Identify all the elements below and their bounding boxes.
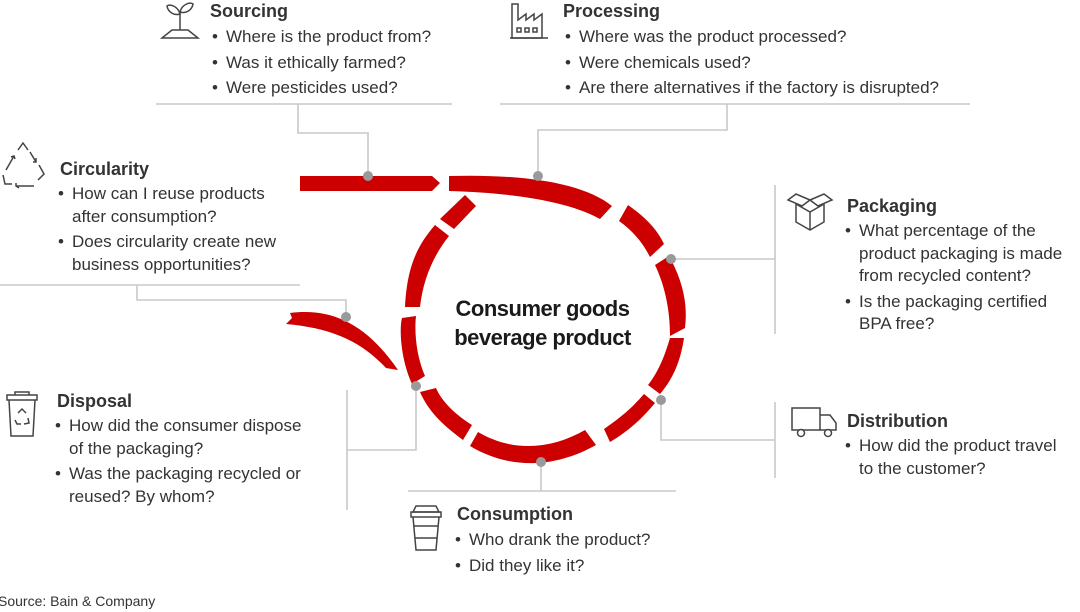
stage-questions: What percentage of the product packaging…: [843, 220, 1062, 336]
question-line: product packaging is made: [859, 243, 1063, 263]
question-line: business opportunities?: [72, 254, 251, 274]
question-item: Who drank the product?: [453, 528, 650, 552]
question-item: How did the product travel to the custom…: [843, 435, 1057, 480]
stage-title: Packaging: [847, 196, 938, 216]
recycle-icon: [2, 141, 45, 189]
box-icon: [786, 193, 834, 231]
question-item: Does circularity create new business opp…: [56, 231, 276, 276]
stage-circularity: Circularity How can I reuse products aft…: [58, 158, 276, 276]
stage-title: Disposal: [57, 391, 133, 411]
question-line: BPA free?: [859, 314, 935, 333]
question-item: What percentage of the product packaging…: [843, 220, 1062, 288]
question-item: How did the consumer dispose of the pack…: [53, 415, 301, 460]
recycling-bin-icon: [6, 391, 38, 437]
coffee-cup-icon: [410, 505, 442, 551]
center-label-line2: beverage product: [454, 325, 631, 350]
question-item: Did they like it?: [453, 554, 650, 578]
cycle-arrows: [286, 175, 686, 464]
question-item: Are there alternatives if the factory is…: [563, 76, 939, 100]
center-label-line1: Consumer goods: [455, 296, 630, 321]
factory-icon: [510, 3, 548, 39]
question-line: of the packaging?: [69, 438, 204, 458]
stage-sourcing: Sourcing Where is the product from? Was …: [210, 0, 431, 100]
arc-segment-processing: [449, 175, 612, 219]
stage-title: Distribution: [847, 411, 948, 431]
question-item: Where is the product from?: [210, 25, 431, 49]
question-line: How did the consumer dispose: [69, 416, 302, 435]
arc-segment-consumption: [470, 430, 596, 464]
stage-questions: How did the consumer dispose of the pack…: [53, 415, 301, 508]
arc-segment-circularity-c: [440, 195, 476, 229]
stage-packaging: Packaging What percentage of the product…: [845, 195, 1062, 336]
stage-questions: Where was the product processed? Were ch…: [563, 25, 939, 100]
stage-disposal: Disposal How did the consumer dispose of…: [55, 390, 301, 508]
question-item: Were pesticides used?: [210, 76, 431, 100]
question-item: Was it ethically farmed?: [210, 51, 431, 75]
question-line: How can I reuse products: [72, 184, 265, 203]
connector-nodes: [341, 171, 676, 467]
question-line: How did the product travel: [859, 436, 1057, 455]
stage-title: Consumption: [457, 504, 573, 524]
question-line: from recycled content?: [859, 266, 1031, 285]
center-label: Consumer goods beverage product: [420, 294, 665, 352]
stage-questions: Who drank the product? Did they like it?: [453, 528, 650, 578]
arc-segment-sourcing: [300, 176, 440, 191]
arc-segment-circularity-a: [400, 316, 425, 384]
stage-processing: Processing Where was the product process…: [563, 0, 939, 100]
question-item: Is the packaging certified BPA free?: [843, 291, 1062, 336]
stage-questions: How can I reuse products after consumpti…: [56, 183, 276, 276]
stage-questions: Where is the product from? Was it ethica…: [210, 25, 431, 100]
arc-segment-packaging-b: [655, 256, 686, 336]
question-item: Were chemicals used?: [563, 51, 939, 75]
question-line: Does circularity create new: [72, 232, 277, 251]
question-line: after consumption?: [72, 206, 217, 226]
question-line: Was the packaging recycled or: [69, 464, 301, 483]
stage-questions: How did the product travel to the custom…: [843, 435, 1057, 480]
question-line: reused? By whom?: [69, 486, 215, 506]
stage-title: Processing: [563, 1, 661, 21]
stage-distribution: Distribution How did the product travel …: [845, 410, 1057, 480]
question-item: Was the packaging recycled or reused? By…: [53, 463, 301, 508]
source-note: Source: Bain & Company: [0, 593, 156, 609]
question-item: How can I reuse products after consumpti…: [56, 183, 276, 228]
arc-segment-disposal: [420, 388, 472, 440]
arc-segment-circularity-b: [405, 225, 449, 307]
question-line: What percentage of the: [859, 221, 1036, 240]
arc-segment-return: [286, 312, 398, 370]
arc-segment-packaging-a: [619, 205, 664, 257]
question-line: to the customer?: [859, 458, 986, 478]
truck-icon: [791, 407, 837, 438]
stage-title: Sourcing: [210, 1, 289, 21]
arc-segment-distribution-b: [604, 394, 655, 442]
stage-consumption: Consumption Who drank the product? Did t…: [455, 503, 650, 578]
arc-segment-distribution-a: [648, 338, 684, 394]
question-line: Is the packaging certified: [859, 291, 1048, 311]
sprout-icon: [160, 2, 200, 39]
stage-title: Circularity: [60, 159, 150, 179]
question-item: Where was the product processed?: [563, 25, 939, 49]
